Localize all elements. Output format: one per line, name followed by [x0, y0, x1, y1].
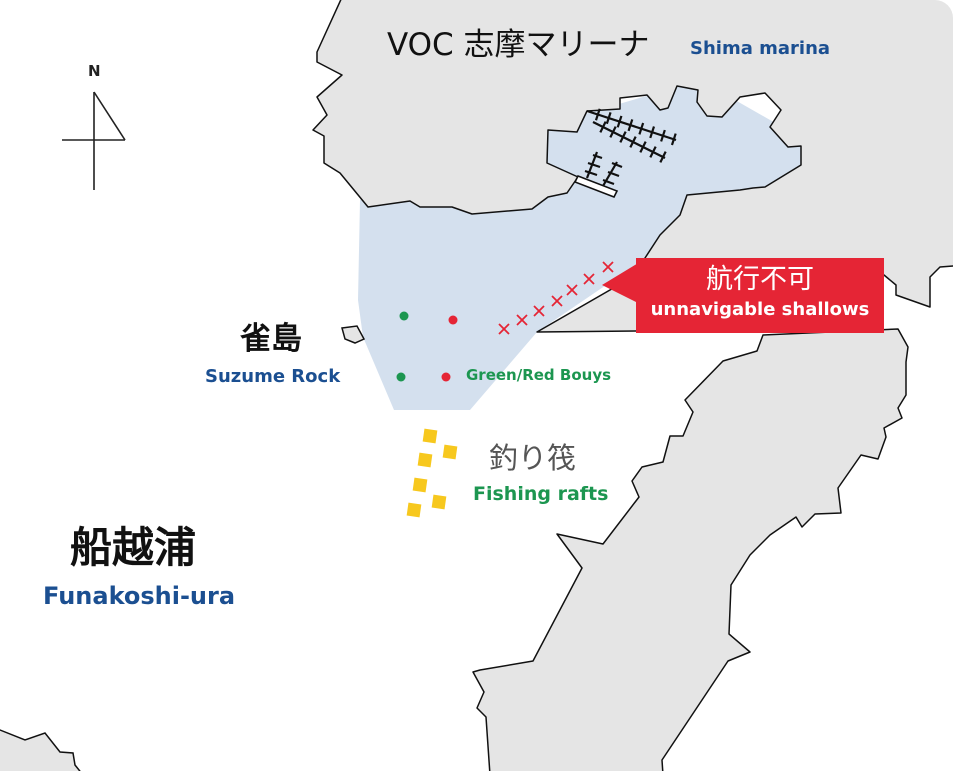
pier-tick [659, 151, 667, 163]
shallows-cross-mark [498, 323, 510, 335]
compass-rose [62, 91, 126, 190]
pier-tick [639, 141, 647, 153]
pier-tick [619, 131, 627, 143]
marina-piers [573, 108, 677, 199]
bay-name-ja: 船越浦 [70, 523, 197, 572]
pier-tick [670, 133, 677, 146]
pier-tick [627, 119, 634, 132]
shallows-cross-mark [583, 273, 595, 285]
shallows-cross-mark [566, 284, 578, 296]
pier-tick [649, 126, 656, 139]
buoys-label: Green/Red Bouys [466, 366, 612, 384]
callout-pointer [602, 262, 640, 304]
shallows-cross-mark [516, 314, 528, 326]
suzume-name-en: Suzume Rock [205, 366, 341, 387]
pier-tick [629, 136, 637, 148]
green-buoy [399, 311, 409, 321]
marina-name-ja: VOC 志摩マリーナ [387, 27, 650, 63]
red-buoy [448, 315, 458, 325]
pier-tick [599, 121, 607, 133]
pier-tick [649, 146, 657, 158]
suzume-name-ja: 雀島 [240, 321, 302, 357]
fishing-raft [422, 428, 438, 444]
fishing-raft [412, 477, 428, 493]
pier-tick [594, 108, 601, 121]
green-buoy [396, 372, 406, 382]
pier-tick [605, 112, 612, 125]
southern-peninsula [472, 328, 909, 771]
bay-name-en: Funakoshi-ura [43, 582, 236, 610]
pier-tick [609, 126, 617, 138]
pier-tick [616, 115, 623, 128]
compass-north-label: N [88, 62, 101, 80]
fishing-raft [406, 502, 422, 518]
marina-name-en: Shima marina [690, 38, 831, 59]
rafts-name-en: Fishing rafts [473, 483, 609, 505]
fishing-raft [417, 452, 433, 468]
shallows-cross-mark [533, 305, 545, 317]
warning-title: 航行不可 [706, 264, 814, 295]
shallows-cross-mark [551, 295, 563, 307]
red-buoy [441, 372, 451, 382]
rafts-name-ja: 釣り筏 [489, 441, 577, 475]
pier-tick [638, 122, 645, 135]
pier-tick [660, 129, 666, 142]
southwest-landmass [0, 729, 81, 771]
warning-subtitle: unnavigable shallows [650, 299, 870, 320]
unnavigable-warning-callout: 航行不可 unnavigable shallows [636, 258, 884, 333]
suzume-rock-island [341, 325, 366, 344]
fishing-raft [431, 494, 447, 510]
fishing-raft [442, 444, 458, 460]
shallows-cross-mark [602, 261, 614, 273]
